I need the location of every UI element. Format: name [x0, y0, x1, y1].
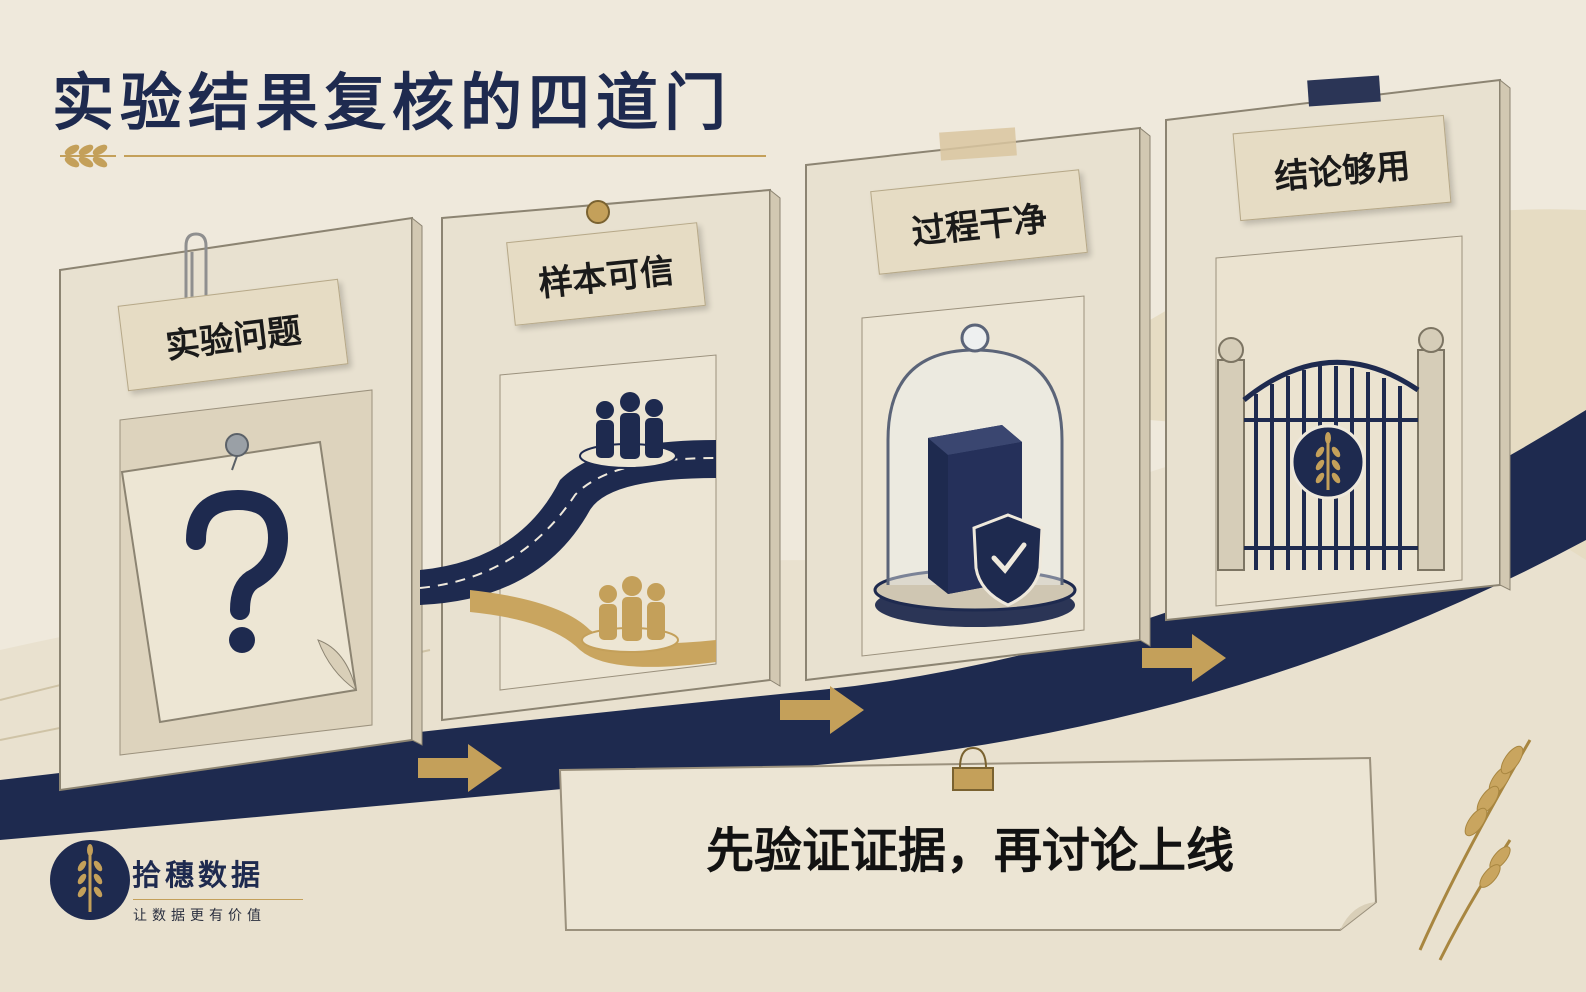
brand-name: 拾穗数据 — [132, 858, 265, 892]
arrow-icon — [418, 744, 502, 792]
wheat-gate-icon — [1217, 327, 1445, 571]
page-title: 实验结果复核的四道门 — [52, 66, 733, 139]
direction-arrows — [418, 634, 1226, 792]
title-divider — [124, 155, 766, 157]
slogan-text: 先验证证据，再讨论上线 — [705, 823, 1234, 879]
brand-logo-icon — [50, 840, 130, 920]
road — [0, 410, 1586, 840]
question-note-icon — [120, 433, 358, 724]
slogan-paper — [558, 746, 1378, 931]
glass-dome-icon — [873, 323, 1077, 627]
gate-4-label: 结论够用 — [1232, 114, 1452, 222]
brand-divider — [133, 899, 303, 900]
wheat-stalks-icon — [1418, 739, 1532, 961]
tape-icon — [939, 127, 1017, 161]
people-icon — [419, 392, 717, 667]
wheat-divider-icon — [60, 144, 116, 168]
binder-clip-icon — [952, 746, 994, 791]
brand-tagline: 让数据更有价值 — [133, 908, 266, 924]
pushpin-icon — [586, 200, 610, 224]
arrow-icon — [780, 686, 864, 734]
arrow-icon — [1142, 634, 1226, 682]
tape-icon — [1307, 75, 1381, 107]
